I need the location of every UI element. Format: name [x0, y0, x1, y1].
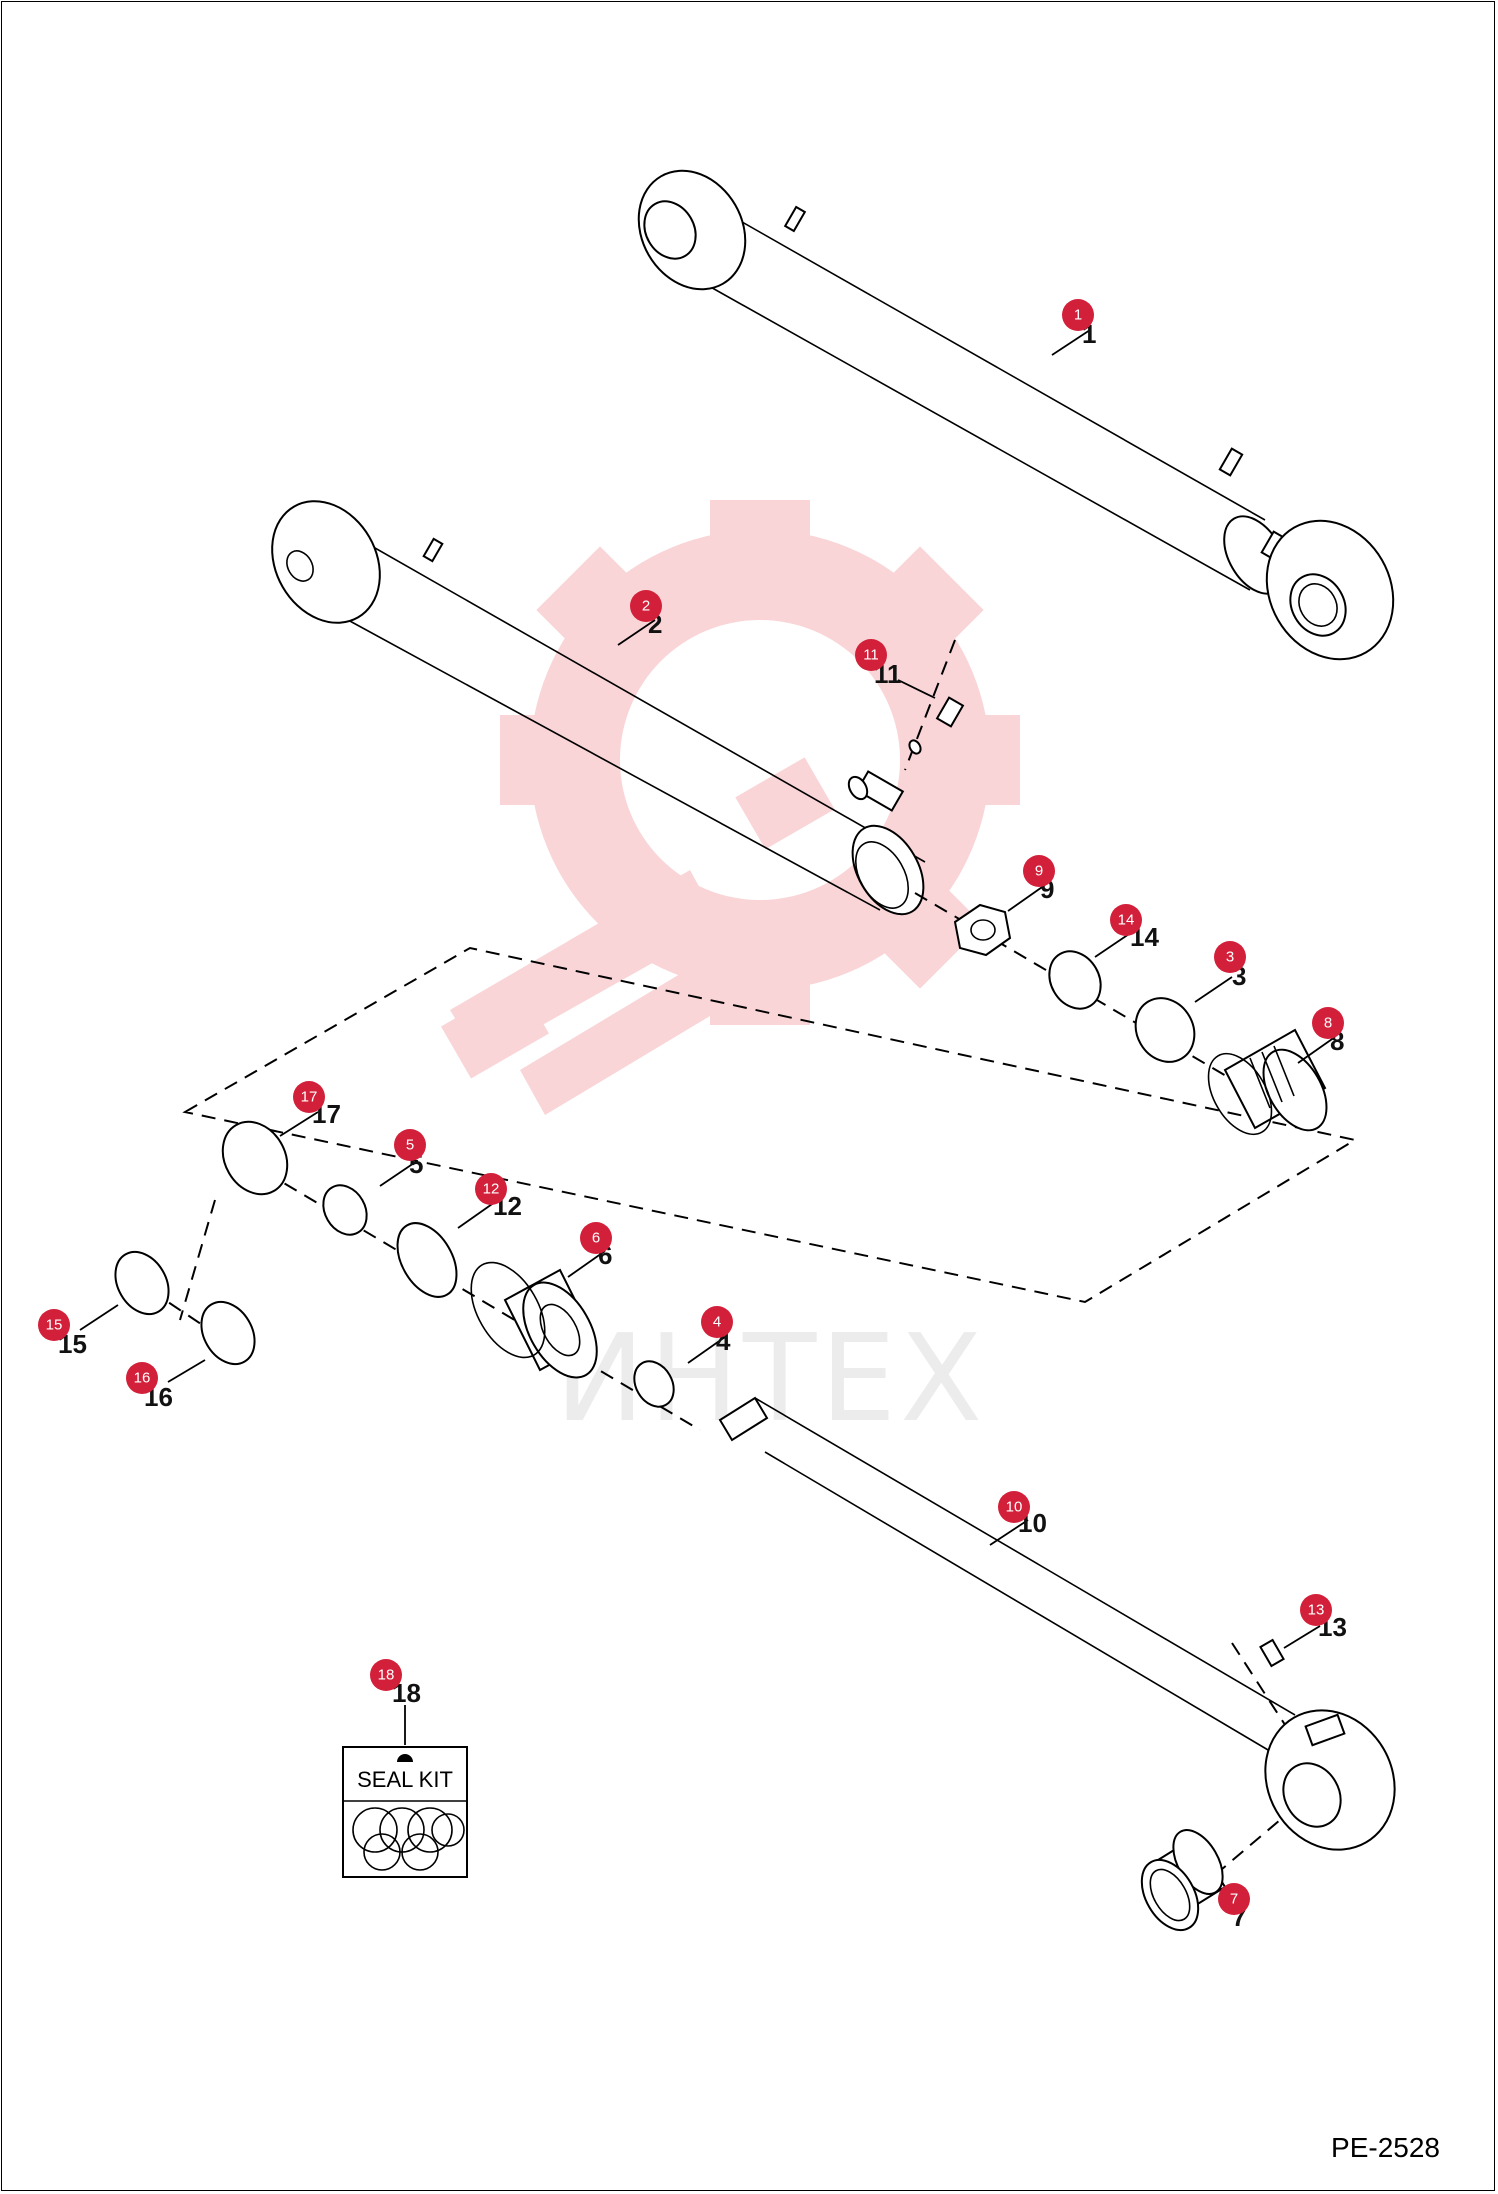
seal-kit-title: SEAL KIT: [357, 1767, 453, 1792]
barrel-drawing: [271, 500, 926, 916]
leader-line: [1194, 976, 1233, 1003]
part-8-piston: [1207, 1028, 1328, 1136]
part-16-o-ring: [200, 1301, 256, 1365]
leader-line: [617, 619, 656, 646]
leader-line: [79, 1304, 119, 1331]
leader-line: [167, 1359, 206, 1383]
svg-text:3: 3: [1226, 949, 1234, 966]
seal-kit-card: SEAL KIT: [342, 1705, 468, 1878]
svg-text:6: 6: [592, 1230, 600, 1247]
leader-line: [989, 1519, 1029, 1546]
svg-text:5: 5: [406, 1137, 414, 1154]
leader-line: [1283, 1625, 1321, 1649]
svg-text:1: 1: [1074, 307, 1082, 324]
callout-7[interactable]: 77: [1218, 1883, 1250, 1932]
part-3-ring: [1134, 997, 1196, 1063]
callout-8[interactable]: 88: [1297, 1007, 1344, 1064]
callout-1[interactable]: 11: [1051, 299, 1096, 356]
svg-text:13: 13: [1308, 1602, 1325, 1619]
svg-text:8: 8: [1324, 1015, 1332, 1032]
callout-9[interactable]: 99: [1007, 855, 1055, 912]
svg-text:11: 11: [863, 647, 879, 664]
part-11-fitting: [908, 696, 965, 755]
seal-kit-rings-icon: [352, 1807, 465, 1871]
leader-line: [379, 1160, 418, 1187]
callout-badge[interactable]: 10: [998, 1491, 1030, 1523]
part-15-backup-ring: [114, 1251, 170, 1315]
callout-3[interactable]: 33: [1194, 941, 1246, 1003]
callout-badge[interactable]: 12: [475, 1173, 507, 1205]
callout-5[interactable]: 55: [379, 1129, 426, 1187]
leader-line: [279, 1111, 319, 1137]
svg-text:15: 15: [46, 1317, 63, 1334]
callout-badge[interactable]: 3: [1214, 941, 1246, 973]
part-14-o-ring: [1048, 950, 1102, 1010]
watermark-text: ИНТЕХ: [555, 1310, 986, 1449]
part-6-head: [470, 1261, 598, 1379]
subassembly-boundary: [182, 946, 1358, 1304]
part-12-o-ring: [396, 1222, 458, 1298]
leader-line: [1007, 884, 1046, 912]
svg-text:16: 16: [134, 1370, 151, 1387]
svg-text:14: 14: [1118, 912, 1135, 929]
callout-badge[interactable]: 2: [630, 590, 662, 622]
callout-badge[interactable]: 13: [1300, 1594, 1332, 1626]
leader-line: [1297, 1036, 1336, 1064]
svg-text:17: 17: [301, 1089, 318, 1106]
svg-text:18: 18: [378, 1667, 395, 1684]
gear-wrench-icon: [441, 500, 1020, 1115]
callout-badge[interactable]: 18: [370, 1659, 402, 1691]
part-4-wiper-seal: [633, 1360, 675, 1408]
callout-badge[interactable]: 17: [293, 1081, 325, 1113]
callout-layer: 1122334455667788991010111112121313141415…: [38, 299, 1347, 1932]
svg-text:4: 4: [713, 1314, 721, 1331]
leader-line: [567, 1250, 606, 1278]
leader-line: [1094, 931, 1133, 958]
callout-2[interactable]: 22: [617, 590, 662, 646]
leader-line: [1051, 329, 1091, 356]
callout-badge[interactable]: 11: [855, 639, 887, 671]
svg-text:7: 7: [1230, 1891, 1238, 1908]
cylinder-assembly-drawing: [637, 169, 1395, 661]
callout-badge[interactable]: 7: [1218, 1883, 1250, 1915]
callout-badge[interactable]: 4: [701, 1306, 733, 1338]
callout-badge[interactable]: 14: [1110, 904, 1142, 936]
leader-line: [457, 1201, 496, 1229]
part-5-rod-seal: [322, 1184, 368, 1236]
part-17-o-ring: [221, 1120, 289, 1196]
svg-text:9: 9: [1035, 863, 1043, 880]
callout-badge[interactable]: 15: [38, 1309, 70, 1341]
part-9-nut: [953, 903, 1012, 957]
page-code: PE-2528: [1331, 2132, 1440, 2163]
svg-text:12: 12: [483, 1181, 500, 1198]
callout-badge[interactable]: 16: [126, 1362, 158, 1394]
svg-text:2: 2: [642, 598, 650, 615]
callout-6[interactable]: 66: [567, 1222, 612, 1278]
leader-line: [687, 1336, 726, 1364]
callout-badge[interactable]: 8: [1312, 1007, 1344, 1039]
callout-badge[interactable]: 1: [1062, 299, 1094, 331]
callout-badge[interactable]: 9: [1023, 855, 1055, 887]
leader-line: [897, 679, 936, 699]
part-7-bushing: [1140, 1829, 1227, 1932]
callout-4[interactable]: 44: [687, 1306, 733, 1364]
callout-badge[interactable]: 6: [580, 1222, 612, 1254]
svg-text:10: 10: [1006, 1499, 1023, 1516]
part-10-rod: [718, 1396, 1396, 1851]
callout-badge[interactable]: 5: [394, 1129, 426, 1161]
